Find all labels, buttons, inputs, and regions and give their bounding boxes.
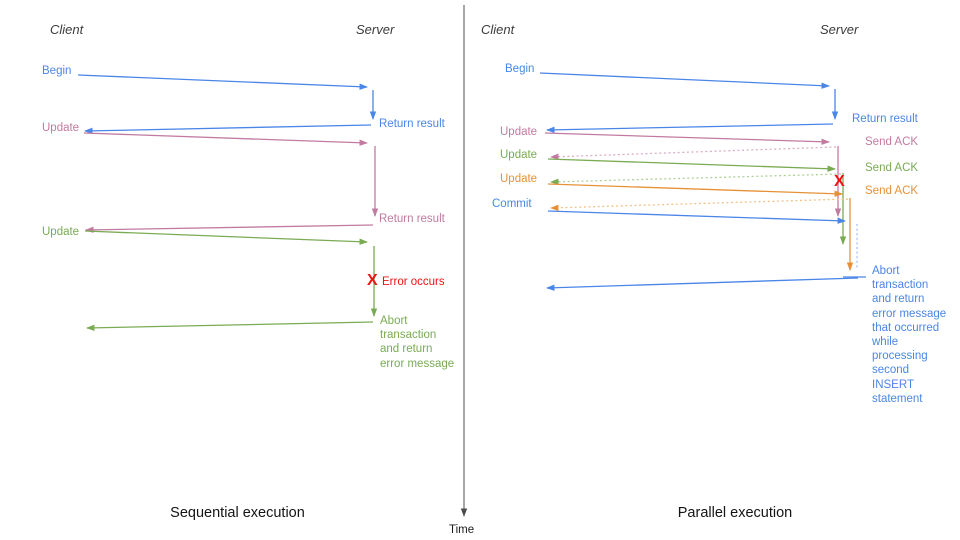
par-commit-request-line [547,210,846,224]
seq-update-1-request-line [83,132,368,146]
par-begin-request-line [539,72,830,89]
seq-update-2-request-line [84,230,368,245]
seq-return-result-1-label: Return result [379,118,445,130]
seq-return-result-2-line [85,224,374,234]
par-abort-return-line [546,277,859,291]
par-update-1-request-line [544,132,830,145]
par-begin-label: Begin [505,63,535,75]
par-commit-label: Commit [492,198,532,210]
seq-title: Sequential execution [170,505,305,521]
par-client-header: Client [481,22,515,37]
par-send-ack-1-line [550,146,837,160]
seq-begin-label: Begin [42,65,72,77]
seq-update-2-label: Update [42,226,80,238]
seq-client-header: Client [50,22,84,37]
par-error-x-icon: X [834,173,845,190]
seq-return-result-1-line [84,124,372,135]
par-update-3-request-line [547,183,843,197]
seq-abort-note: Abort transaction and return error messa… [380,315,455,370]
par-title: Parallel execution [677,505,793,521]
par-return-result-line [546,123,834,134]
par-update-2-request-line [547,158,836,172]
par-update-1-label: Update [500,126,538,138]
par-update-2-label: Update [500,149,538,161]
seq-abort-return-line [86,321,374,332]
par-send-ack-1-label: Send ACK [865,136,919,148]
par-send-ack-3-line [550,198,849,211]
seq-return-result-2-label: Return result [379,213,445,225]
seq-update-1-label: Update [42,122,80,134]
par-send-ack-2-label: Send ACK [865,162,919,174]
par-send-ack-3-label: Send ACK [865,185,919,197]
par-send-ack-2-line [550,173,842,185]
seq-begin-request-line [77,74,368,90]
seq-server-header: Server [356,22,395,37]
par-update-3-label: Update [500,173,538,185]
seq-error-x-icon: X [367,272,378,289]
seq-error-occurs-label: Error occurs [382,276,445,288]
par-server-header: Server [820,22,859,37]
par-abort-note: Abort transaction and return error messa… [872,265,947,405]
par-return-result-label: Return result [852,113,918,125]
time-axis-label: Time [449,524,475,536]
